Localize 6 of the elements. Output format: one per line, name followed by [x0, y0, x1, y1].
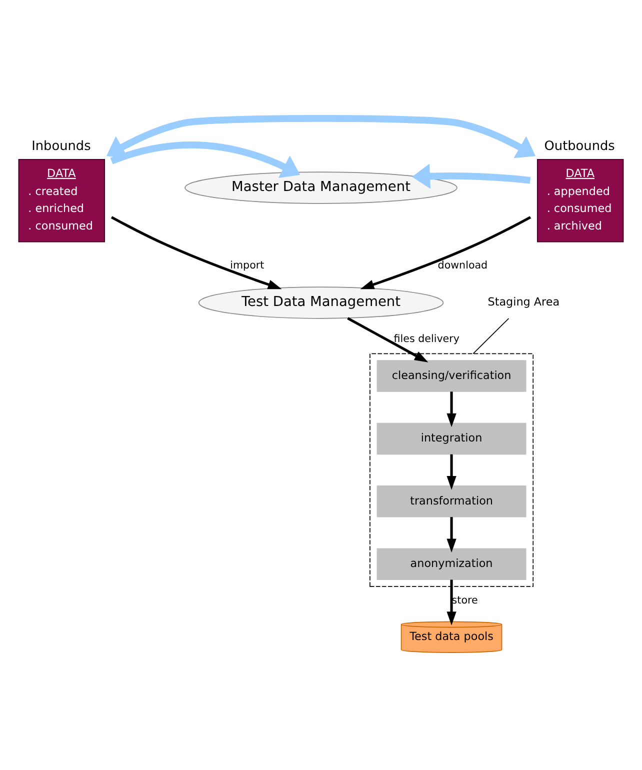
- node-label: Outbounds: [544, 138, 615, 154]
- node-text: Staging Area: [488, 295, 560, 308]
- edge-label: files delivery: [394, 332, 460, 345]
- node-label: Inbounds: [32, 138, 91, 154]
- edge-label: import: [230, 259, 264, 272]
- edge-label: download: [438, 259, 488, 272]
